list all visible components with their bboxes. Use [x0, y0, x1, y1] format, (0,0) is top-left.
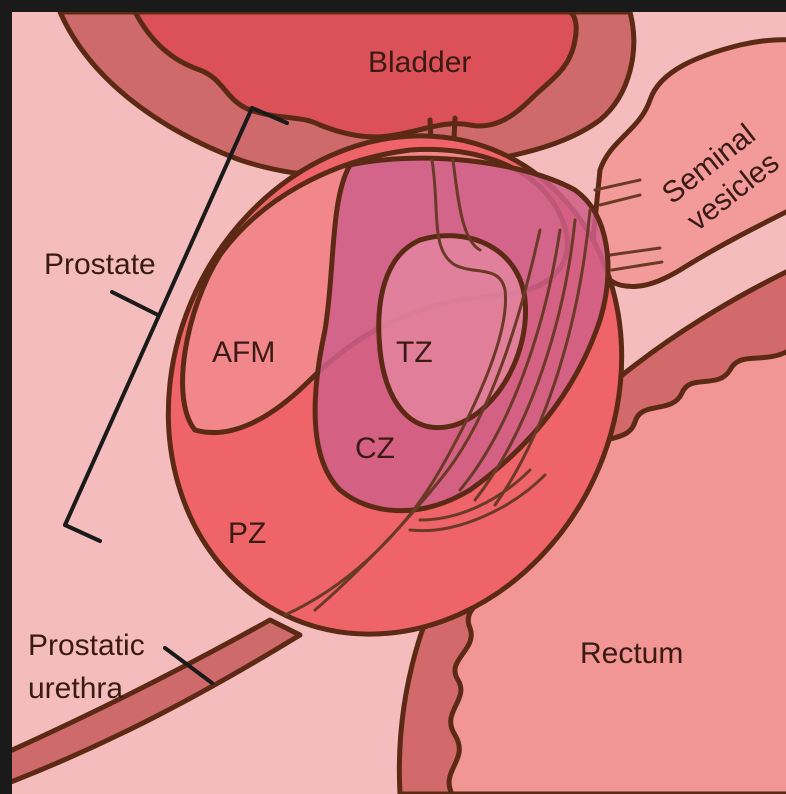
label-pz: PZ [228, 517, 266, 550]
label-cz: CZ [355, 432, 395, 465]
label-prostate: Prostate [44, 248, 156, 281]
label-bladder: Bladder [368, 46, 471, 79]
label-rectum: Rectum [580, 637, 683, 670]
label-afm: AFM [212, 336, 275, 369]
label-prostatic: Prostatic [28, 629, 145, 662]
label-tz: TZ [396, 336, 433, 369]
label-urethra: urethra [28, 672, 123, 705]
